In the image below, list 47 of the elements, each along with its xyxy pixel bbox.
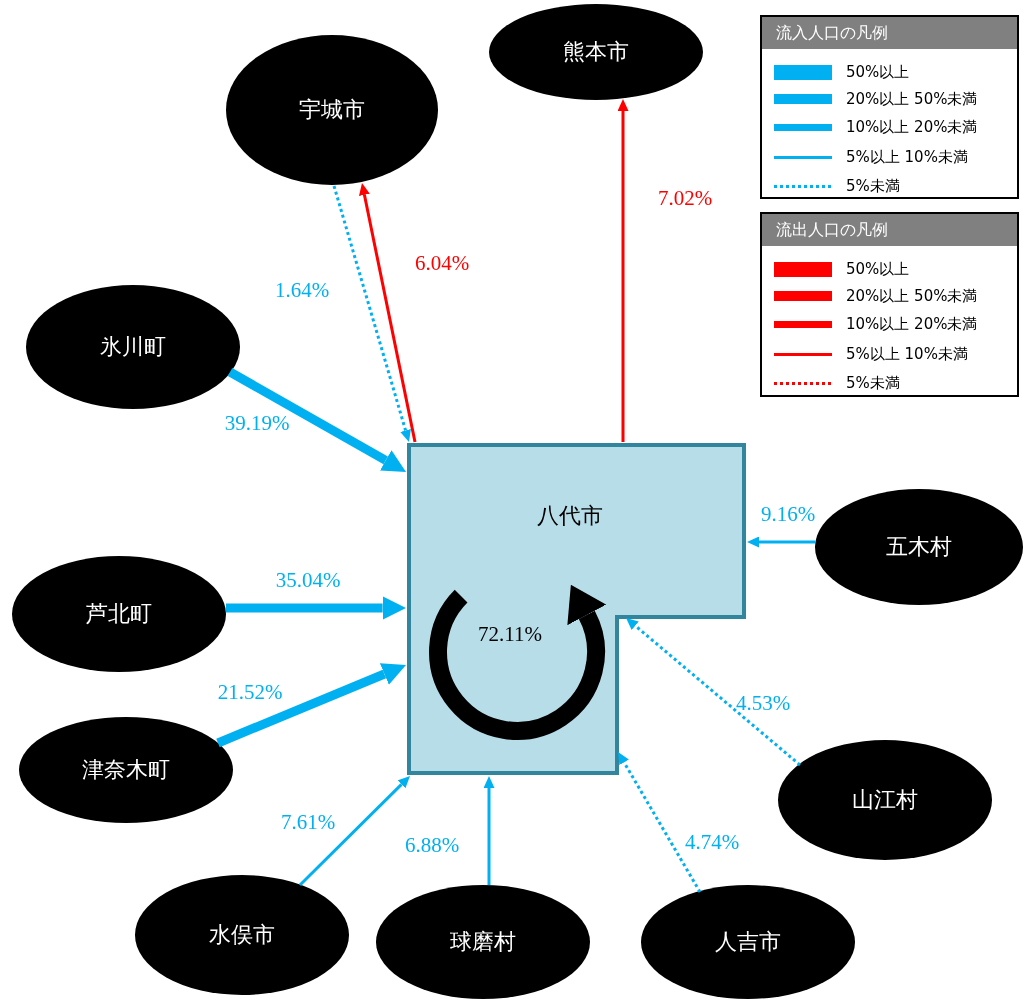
edge-label: 35.04% xyxy=(275,567,341,593)
edge-label: 7.02% xyxy=(657,185,713,211)
city-name: 津奈木町 xyxy=(82,756,170,784)
arrow xyxy=(747,536,815,548)
legend-text: 5%未満 xyxy=(846,373,900,393)
edge-label: 39.19% xyxy=(224,410,290,436)
legend-text: 10%以上 20%未満 xyxy=(846,117,978,137)
edge-label: 4.74% xyxy=(684,829,740,855)
city-name: 芦北町 xyxy=(86,600,152,628)
city-name: 五木村 xyxy=(886,533,952,561)
city-name: 人吉市 xyxy=(715,928,781,956)
legend-text: 5%未満 xyxy=(846,176,900,196)
city-name: 宇城市 xyxy=(299,96,365,124)
arrow xyxy=(429,583,607,740)
legend-text: 5%以上 10%未満 xyxy=(846,344,968,364)
arrow xyxy=(227,368,407,472)
edge-label: 9.16% xyxy=(760,501,816,527)
legend-text: 50%以上 xyxy=(846,259,910,279)
legend-title: 流出人口の凡例 xyxy=(762,214,1017,246)
edge-label: 1.64% xyxy=(274,277,330,303)
legend-title: 流入人口の凡例 xyxy=(762,17,1017,49)
arrow xyxy=(618,752,702,893)
city-name: 水俣市 xyxy=(209,921,275,949)
edge-label: 6.04% xyxy=(414,250,470,276)
legend-text: 20%以上 50%未満 xyxy=(846,286,978,306)
arrow xyxy=(483,776,495,885)
legend-text: 10%以上 20%未満 xyxy=(846,314,978,334)
arrow xyxy=(359,183,417,443)
edge-label: 7.61% xyxy=(280,809,336,835)
arrow xyxy=(617,99,629,442)
edge-label: 6.88% xyxy=(404,832,460,858)
arrow xyxy=(226,596,406,620)
city-name: 山江村 xyxy=(852,786,918,814)
city-name: 氷川町 xyxy=(100,333,166,361)
legend-text: 5%以上 10%未満 xyxy=(846,147,968,167)
city-name: 熊本市 xyxy=(563,38,629,66)
arrow xyxy=(216,663,406,748)
edge-label: 4.53% xyxy=(735,690,791,716)
arrow xyxy=(332,185,411,442)
edge-label: 72.11% xyxy=(478,621,542,647)
city-name: 八代市 xyxy=(537,502,603,530)
edge-label: 21.52% xyxy=(217,679,283,705)
arrow xyxy=(298,775,410,887)
legend-text: 20%以上 50%未満 xyxy=(846,89,978,109)
city-name: 球磨村 xyxy=(450,928,516,956)
legend-text: 50%以上 xyxy=(846,62,910,82)
arrow xyxy=(626,617,801,767)
